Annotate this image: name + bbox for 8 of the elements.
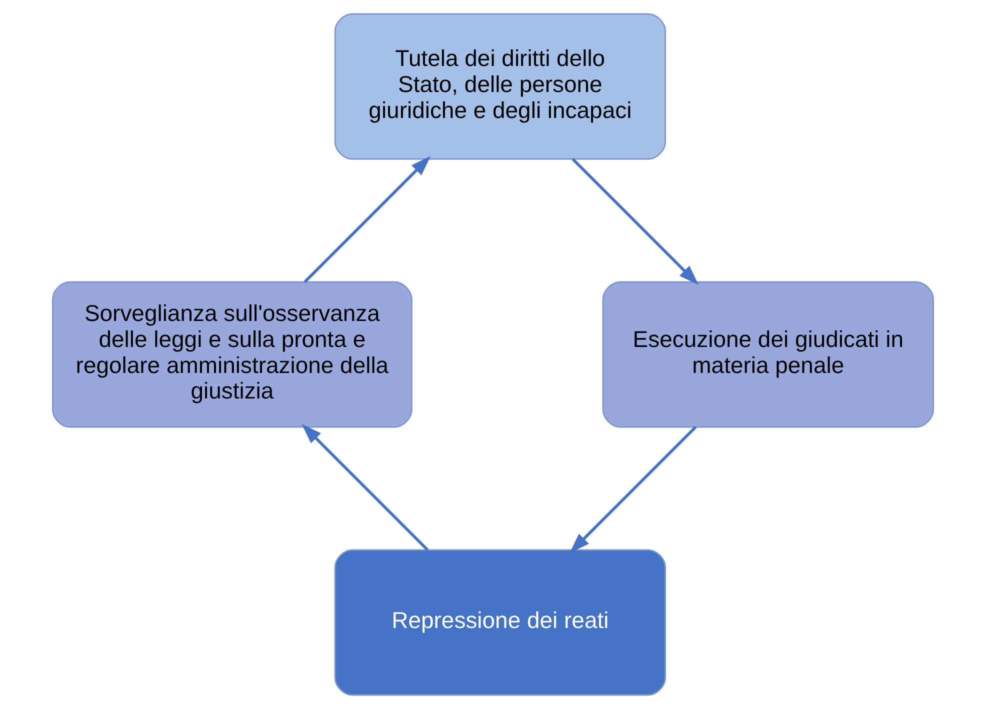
node-box: Esecuzione dei giudicati in materia penale — [602, 281, 934, 428]
node-box: Sorveglianza sull'osservanza delle leggi e sulla pronta e regolare amministrazione della giustizia — [52, 281, 412, 428]
node-box: Repressione dei reati — [334, 549, 666, 696]
arrow — [302, 424, 429, 551]
arrow — [570, 426, 697, 553]
node-box: Tutela dei diritti dello Stato, delle persone giuridiche e degli incapaci — [334, 13, 666, 160]
arrow — [572, 158, 699, 285]
arrow — [304, 156, 431, 283]
